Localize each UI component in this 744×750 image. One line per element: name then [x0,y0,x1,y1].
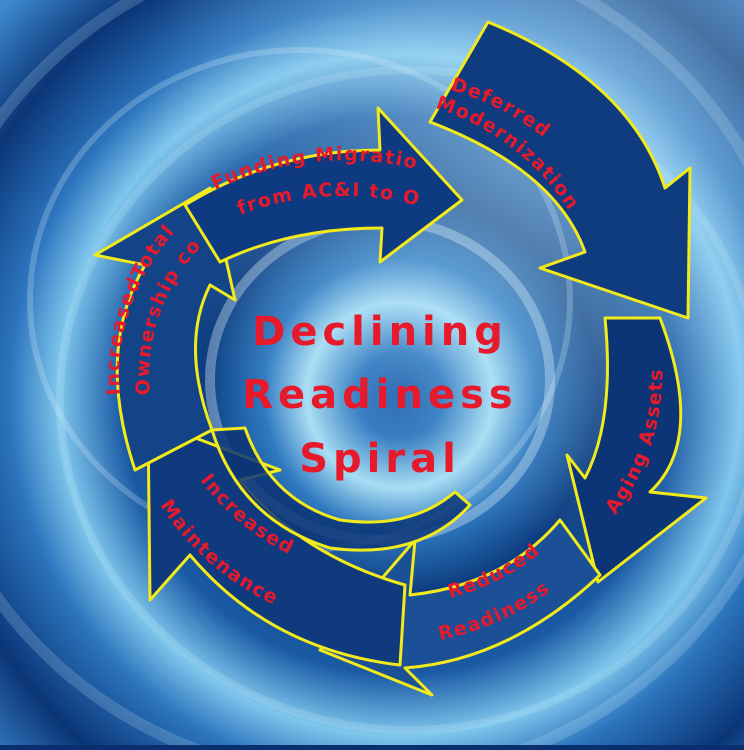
arrow-funding-migration [183,106,464,264]
arrow-increased-total-ownership-cost [93,186,237,472]
arrow-aging-assets [565,316,708,584]
spiral-arrows [93,20,708,697]
center-title: Declining Readiness Spiral [242,309,518,482]
title-line-3: Spiral [299,436,461,482]
title-line-2: Readiness [242,372,518,418]
title-line-1: Declining [252,309,508,355]
arrow-inner-ring [210,426,472,552]
arrow-deferred-modernization [428,20,692,320]
